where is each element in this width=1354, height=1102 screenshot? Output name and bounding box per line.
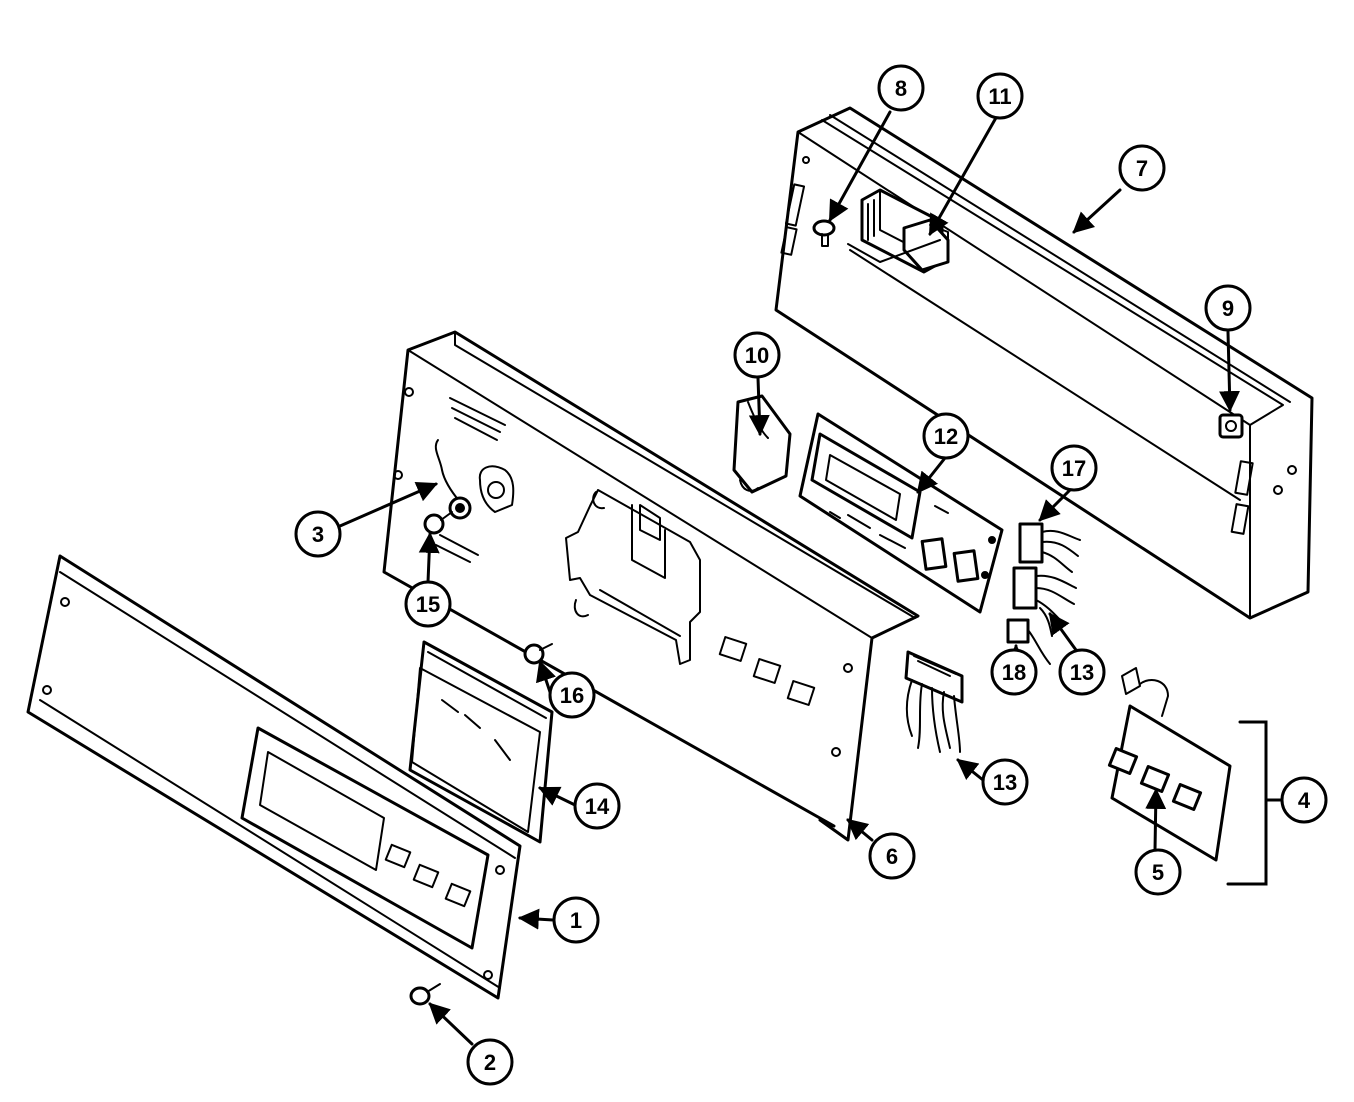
display-lens-part — [408, 640, 554, 844]
svg-text:16: 16 — [560, 683, 584, 708]
svg-text:6: 6 — [886, 844, 898, 869]
svg-text:4: 4 — [1298, 788, 1311, 813]
svg-text:1: 1 — [570, 908, 582, 933]
leader-lines — [338, 110, 1241, 1046]
svg-text:5: 5 — [1152, 860, 1164, 885]
callout-13-upper: 13 — [1058, 648, 1106, 696]
svg-text:14: 14 — [585, 794, 610, 819]
callout-5: 5 — [1134, 848, 1182, 896]
svg-text:12: 12 — [934, 424, 958, 449]
capacitor-part — [732, 394, 792, 494]
svg-text:10: 10 — [745, 343, 769, 368]
svg-text:15: 15 — [416, 592, 440, 617]
plug-button-part — [812, 219, 836, 247]
connector-part-17 — [1018, 522, 1081, 573]
svg-text:2: 2 — [484, 1050, 496, 1075]
bracket-line — [1226, 720, 1284, 886]
callout-7: 7 — [1118, 144, 1166, 192]
svg-text:17: 17 — [1062, 456, 1086, 481]
switch-board-part — [1107, 667, 1232, 862]
svg-text:7: 7 — [1136, 156, 1148, 181]
callout-8: 8 — [877, 64, 925, 112]
svg-text:18: 18 — [1002, 660, 1026, 685]
rear-housing-part — [774, 106, 1314, 620]
callout-4: 4 — [1280, 776, 1328, 824]
callout-15: 15 — [404, 580, 452, 628]
indicator-lamp-part — [1218, 413, 1244, 439]
svg-text:13: 13 — [993, 770, 1017, 795]
callout-1: 1 — [552, 896, 600, 944]
callout-17: 17 — [1050, 444, 1098, 492]
svg-text:13: 13 — [1070, 660, 1094, 685]
callout-11: 11 — [976, 72, 1024, 120]
callout-3: 3 — [294, 510, 342, 558]
svg-text:3: 3 — [312, 522, 324, 547]
callout-6: 6 — [868, 832, 916, 880]
connector-part-13b — [904, 650, 964, 753]
control-panel-frame-part — [382, 330, 920, 842]
connector-part-18 — [1006, 618, 1051, 665]
screw-part-2 — [409, 983, 441, 1006]
callout-2: 2 — [466, 1038, 514, 1086]
callout-14: 14 — [573, 782, 621, 830]
front-console-panel-part — [26, 554, 522, 1000]
svg-text:9: 9 — [1222, 296, 1234, 321]
screw-part-16 — [523, 643, 553, 665]
control-board-part — [798, 412, 1004, 614]
connector-part-13a — [1012, 566, 1077, 637]
callout-16: 16 — [548, 671, 596, 719]
callout-13-lower: 13 — [981, 758, 1029, 806]
callout-12: 12 — [922, 412, 970, 460]
callout-18: 18 — [990, 648, 1038, 696]
svg-text:8: 8 — [895, 76, 907, 101]
callout-9: 9 — [1204, 284, 1252, 332]
svg-text:11: 11 — [988, 84, 1011, 109]
callout-10: 10 — [733, 331, 781, 379]
wire-part — [434, 439, 472, 520]
